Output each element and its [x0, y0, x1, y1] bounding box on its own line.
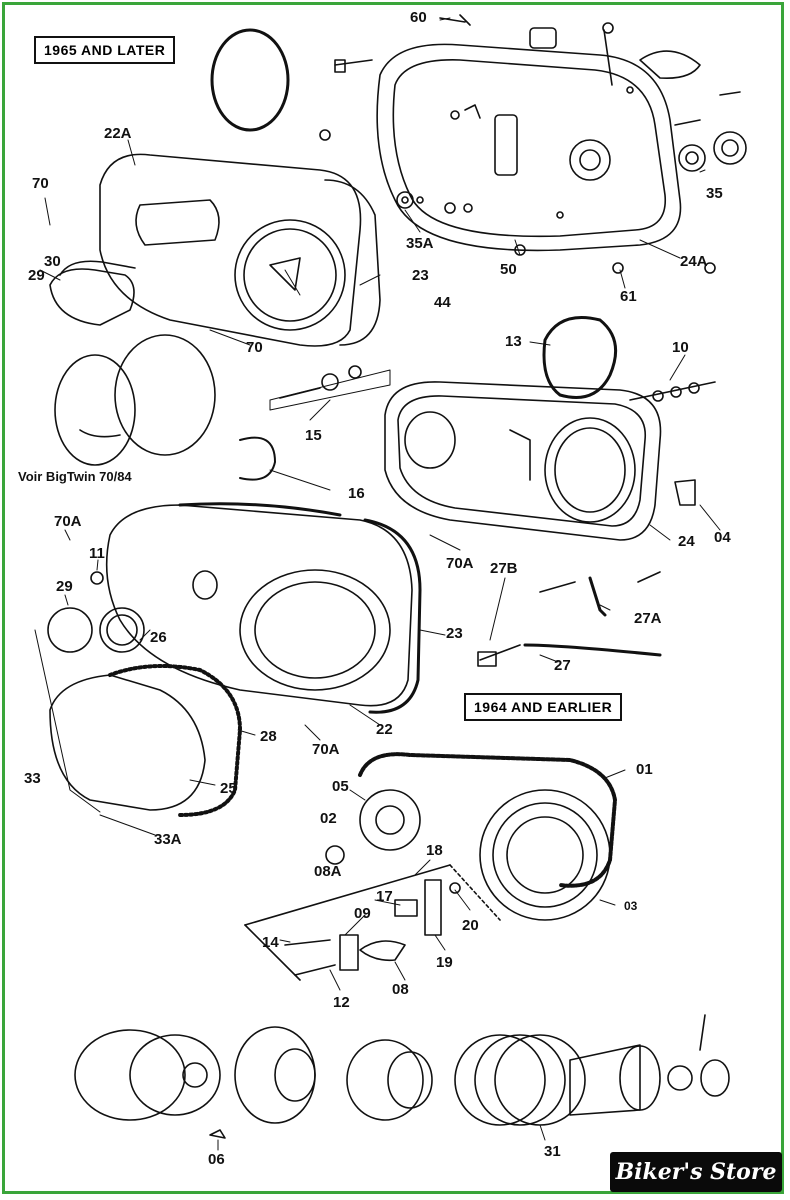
part-label-03: 03	[624, 899, 638, 913]
part-label-23: 23	[412, 267, 429, 284]
part-label-06: 06	[208, 1151, 225, 1168]
part-label-50: 50	[500, 261, 517, 278]
part-label-29-b: 29	[56, 578, 73, 595]
plug-11	[90, 571, 104, 585]
heading-1965-and-later: 1965 AND LATER	[34, 36, 176, 64]
part-label-23-b: 23	[446, 625, 463, 642]
part-label-17: 17	[376, 888, 393, 905]
inner-primary-housing-24A	[376, 43, 682, 252]
part-label-24: 24	[678, 533, 695, 550]
gasket-13	[542, 316, 618, 399]
part-label-08: 08	[392, 981, 409, 998]
part-label-27A: 27A	[634, 610, 662, 627]
clutch-cover-25	[49, 664, 242, 817]
part-label-29: 29	[28, 267, 45, 284]
cover-29-1964	[47, 607, 93, 653]
primary-chain-01	[358, 752, 617, 888]
part-label-70: 70	[32, 175, 49, 192]
part-label-09: 09	[354, 905, 371, 922]
part-label-70-b: 70	[246, 339, 263, 356]
part-label-27B: 27B	[490, 560, 518, 577]
clutch-assembly-bottom	[74, 1014, 730, 1139]
derby-covers	[54, 334, 216, 466]
part-label-70A-c: 70A	[312, 741, 340, 758]
part-label-18: 18	[426, 842, 443, 859]
part-label-01: 01	[636, 761, 653, 778]
plate-44	[269, 257, 301, 291]
nut-02	[325, 845, 345, 865]
part-label-05: 05	[332, 778, 349, 795]
part-label-14: 14	[262, 934, 279, 951]
chain-adjuster-group-08A	[244, 864, 501, 981]
part-label-24A: 24A	[680, 253, 708, 270]
part-label-02: 02	[320, 810, 337, 827]
inspection-cover-29	[49, 260, 136, 326]
hardware-10	[629, 381, 716, 402]
part-label-04: 04	[714, 529, 731, 546]
bearing-35	[678, 131, 747, 172]
part-label-33A: 33A	[154, 831, 182, 848]
part-label-35: 35	[706, 185, 723, 202]
part-label-25: 25	[220, 780, 237, 797]
clutch-basket-03	[479, 789, 611, 921]
outer-primary-cover-22A	[99, 153, 381, 347]
part-label-15: 15	[305, 427, 322, 444]
part-label-60: 60	[410, 9, 427, 26]
part-label-30: 30	[44, 253, 61, 270]
engine-sprocket-05	[359, 789, 421, 851]
o-ring-part	[210, 28, 290, 132]
part-label-20: 20	[462, 917, 479, 934]
part-label-19: 19	[436, 954, 453, 971]
part-label-08A: 08A	[314, 863, 342, 880]
hardware-top	[319, 14, 741, 274]
part-label-35A: 35A	[406, 235, 434, 252]
part-label-27: 27	[554, 657, 571, 674]
part-label-70A: 70A	[54, 513, 82, 530]
part-label-22: 22	[376, 721, 393, 738]
part-label-12: 12	[333, 994, 350, 1011]
brand-logo-biker-store: Biker's Store	[610, 1152, 782, 1192]
part-label-22A: 22A	[104, 125, 132, 142]
part-label-16: 16	[348, 485, 365, 502]
part-label-28: 28	[260, 728, 277, 745]
part-label-10: 10	[672, 339, 689, 356]
inner-primary-housing-24	[384, 381, 662, 541]
seal-26	[99, 607, 145, 653]
part-label-33: 33	[24, 770, 41, 787]
part-label-13: 13	[505, 333, 522, 350]
rod-27	[477, 571, 662, 667]
part-label-31: 31	[544, 1143, 561, 1160]
outer-primary-cover-22	[105, 502, 422, 714]
part-label-61: 61	[620, 288, 637, 305]
part-label-70A-b: 70A	[446, 555, 474, 572]
reference-note: Voir BigTwin 70/84	[18, 469, 132, 484]
hardware-15	[269, 365, 391, 411]
part-label-44: 44	[434, 294, 451, 311]
part-label-11: 11	[89, 545, 105, 562]
clip-16	[239, 436, 276, 481]
part-label-26: 26	[150, 629, 167, 646]
bracket-04	[674, 479, 696, 506]
leader-lines	[34, 17, 721, 1151]
heading-1964-and-earlier: 1964 AND EARLIER	[464, 693, 623, 721]
